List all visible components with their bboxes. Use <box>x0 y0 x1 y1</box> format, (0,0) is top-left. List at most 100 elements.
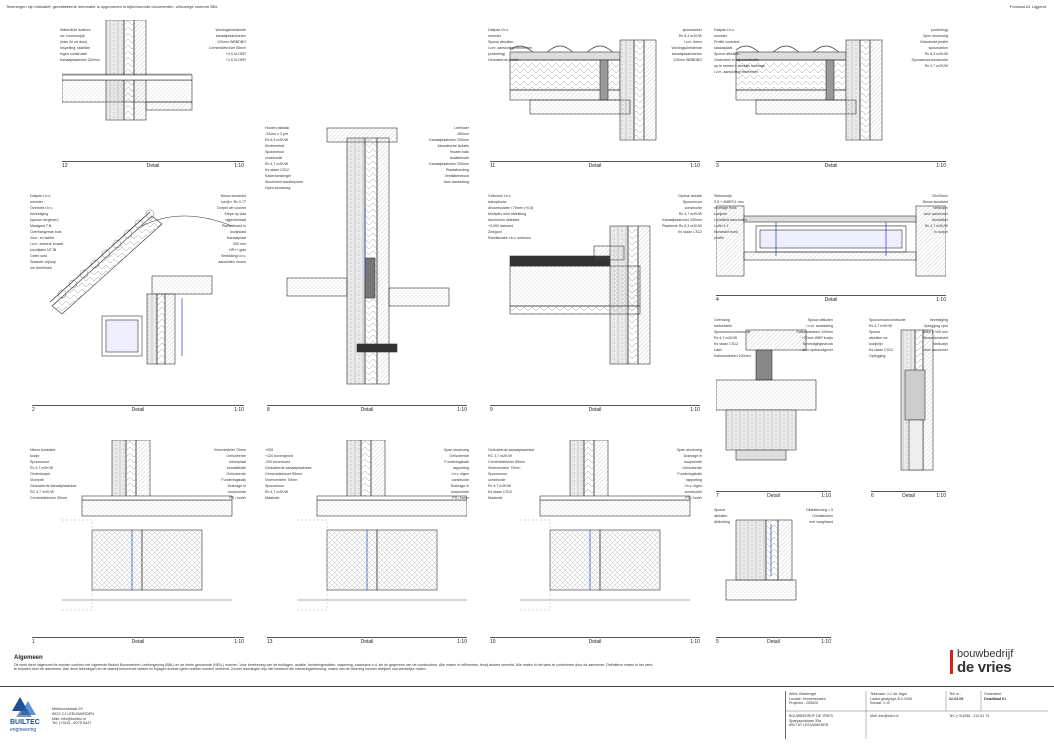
annotation-label: bevestiging <box>30 212 49 216</box>
base-beam <box>356 343 398 353</box>
annotation-label: Voor- en achter <box>30 236 55 240</box>
annotation-label: aansluiten muren <box>218 260 246 264</box>
cavity <box>156 293 166 365</box>
foundation-beam-2 <box>376 529 438 591</box>
panel-title: Detail <box>824 163 838 169</box>
detail-drawing <box>49 209 233 365</box>
annotation-label: betonplaat <box>229 460 246 464</box>
address-line: Mail: info@builtec.nl <box>52 716 87 721</box>
annotation-label: Stelmuurtje <box>714 194 733 198</box>
annotation-label: Onderdorpel <box>30 472 50 476</box>
annotation-label: Cementdekvloer 55mm <box>208 46 246 50</box>
annotation-label: Spouwmuur <box>265 484 285 488</box>
annotation-label: Ks staan CS12 <box>678 230 702 234</box>
annotation-label: monster <box>488 34 501 38</box>
annotation-label: PS / Isoler <box>229 496 246 500</box>
company-name: BUILTEC <box>10 719 40 726</box>
annotation-label: Waterdicht isoleren <box>60 28 91 32</box>
cavity <box>583 440 595 501</box>
brick-wall <box>105 20 125 121</box>
annotation-label: Dakpan t.b.v. <box>488 28 509 32</box>
detail-drawing <box>735 39 883 141</box>
annotation-label: RC 3,7 m2K/W <box>30 490 54 494</box>
annotation-label: kozijn <box>30 454 40 458</box>
annotation-label: Rc 4,7 m2K/W <box>488 484 512 488</box>
annotation-label: Overhang <box>714 318 730 322</box>
panel-scale: 1:10 <box>936 163 946 169</box>
annotation-label: Drainage in <box>450 484 469 488</box>
annotation-label: Oplegging <box>869 354 886 358</box>
annotation-label: kozijnen <box>714 212 728 216</box>
annotation-label: Nieuw kunststof <box>220 194 246 198</box>
title-block: BUILTEC engineering Meidoornstraat 29 89… <box>0 686 1054 744</box>
panel-scale: 1:10 <box>690 163 700 169</box>
screed <box>81 495 233 501</box>
panel-number: 13 <box>267 639 273 645</box>
panel-number: 8 <box>267 407 270 413</box>
floor-slab <box>755 99 857 115</box>
client-cell: BOUWBEDRIJF DE VRIES Spanjaardslaan 35a … <box>789 714 833 728</box>
inner-leaf <box>643 39 657 141</box>
annotation-label: Dakpan t.b.v. <box>30 194 51 198</box>
annotation-label: Dichtstukken <box>812 514 833 518</box>
brick-wall <box>146 293 158 365</box>
annotation-label: Geïsoleerde <box>449 454 469 458</box>
titleblock-lines <box>786 691 1048 739</box>
annotation-label: 280mm <box>457 132 469 136</box>
annotation-label: Rc 4,7 m2K/W <box>869 324 893 328</box>
annotation-label: Rc 6,3 m2K/W <box>678 34 702 38</box>
annotation-label: Rc 4,7 m2K/W <box>924 64 948 68</box>
annotation-label: stelkozijn <box>933 206 948 210</box>
brick-corner <box>735 519 767 581</box>
screed <box>316 495 467 501</box>
annotation-label: Woningscheidende <box>671 46 702 50</box>
annotation-label: monster <box>714 34 727 38</box>
tekenaar-cell: Tekenaar: J.J. de Jager Laatst gewijzigd… <box>870 692 912 706</box>
builtec-logo: BUILTEC engineering <box>10 695 46 735</box>
cavity <box>360 440 372 501</box>
header-left-note: Tekeningen zijn indicatief; gerealiseerd… <box>6 4 218 9</box>
annotation-label: Rc 6,3 m2K/W <box>265 138 289 142</box>
annotation-label: Spouwmuur <box>682 200 702 204</box>
annotation-label: Strips op vlas <box>224 212 246 216</box>
annotation-label: Kaderaanslinger <box>265 174 292 178</box>
annotation-label: bevestiging <box>929 318 948 322</box>
floor-right <box>388 287 450 307</box>
annotation-label: i.v.m. aansluiting elementen <box>488 46 533 50</box>
header-right-note: Formaat A1 Liggend <box>1009 4 1046 9</box>
company-subname: engineering <box>10 727 37 733</box>
werk-label: Werk: Bestemgel <box>789 692 817 696</box>
annotation-label: profiel <box>714 236 724 240</box>
annotation-label: door aannemer <box>923 212 948 216</box>
cavity <box>125 440 137 501</box>
annotation-label: rapporting <box>685 478 702 482</box>
annotation-label: Vloerpeil <box>30 478 44 482</box>
panel-number: 6 <box>871 493 874 499</box>
annotation-label: Ks staan CS12 <box>488 490 512 494</box>
lintel-frame <box>743 215 917 223</box>
panel-number: 2 <box>32 407 35 413</box>
annotation-label: Spouwmuurconstructie <box>911 58 948 62</box>
annotation-label: i.v.m. zetwerk bouwh. <box>30 242 65 246</box>
insulation <box>123 20 135 121</box>
client-contact-tel: Tel: (+31)058 - 212 81 74 <box>949 714 990 718</box>
screed <box>62 74 193 81</box>
annotation-label: Luifel 1:1 <box>714 224 729 228</box>
tekenaar-label: Tekenaar: J.J. de Jager <box>870 692 908 696</box>
annotation-label: Rc 4,7 m2K/W <box>924 224 948 228</box>
panel-number: 7 <box>716 493 719 499</box>
annotation-label: +3.000 dakrand <box>488 224 514 228</box>
detail-drawing <box>716 205 946 277</box>
annotation-label: Open stootvoeg <box>443 448 469 452</box>
annotation-label: Plaatwerk Rc 6,3 m2K/W <box>662 224 702 228</box>
inner-leaf <box>133 20 147 121</box>
detail-drawing <box>297 440 467 611</box>
annotation-label: Gelsolerde profiel <box>919 40 948 44</box>
